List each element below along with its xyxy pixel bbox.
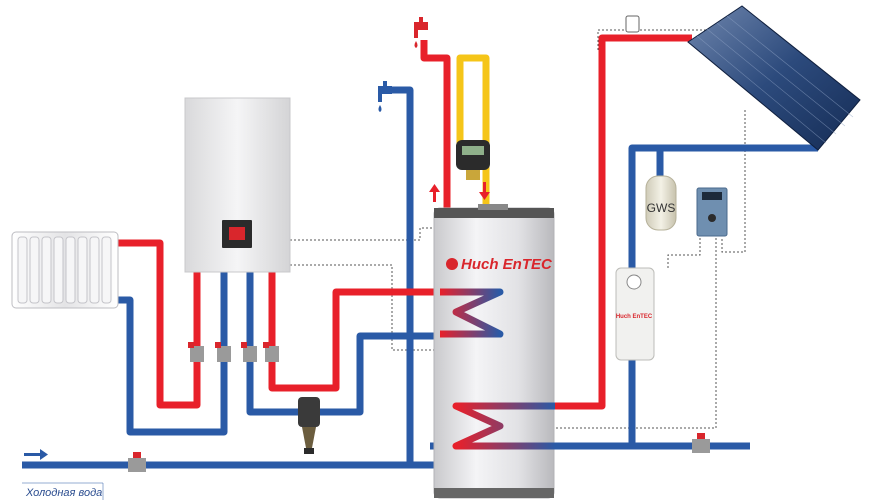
tank-brand-label: Huch EnTEC [461,256,553,273]
solar-collector [687,5,861,151]
expansion-vessel: GWS [645,175,677,231]
flow-arrows [429,182,490,202]
dirt-separator [298,397,320,454]
mixing-pipe [456,54,490,210]
solar-return-valve [692,433,710,453]
wall-boiler [184,97,291,273]
upper-coil [440,288,504,338]
boiler-valves [188,342,279,362]
circulation-pump [456,140,490,180]
cold-water-caption: Холодная вода [25,487,102,499]
cold-tap-icon [378,81,392,112]
pump-station-brand: Huch EnTEC [616,314,653,320]
cold-water-valve [128,452,146,472]
solar-pump-station: Huch EnTEC [615,267,655,361]
radiator [11,231,119,309]
temperature-sensor [625,15,640,33]
lower-coil [452,402,555,450]
expansion-vessel-label: GWS [647,201,676,215]
hot-pipes [118,34,692,410]
cold-water-inlet-arrow [24,449,48,460]
hot-water-tank: Huch EnTEC [433,204,555,499]
cold-pipes [22,86,818,469]
solar-controller [696,187,728,237]
hot-tap-icon [414,17,428,48]
